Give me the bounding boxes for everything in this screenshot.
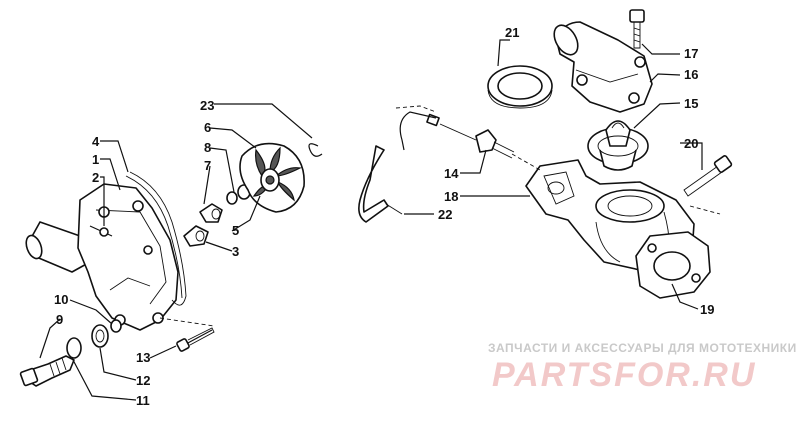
callout-17: 17	[684, 46, 698, 61]
spacer-3	[183, 225, 209, 247]
callout-9: 9	[56, 312, 63, 327]
callout-6: 6	[204, 120, 211, 135]
bolt-17	[629, 9, 645, 49]
callout-15: 15	[684, 96, 698, 111]
watermark-tagline: ЗАПЧАСТИ И АКСЕССУАРЫ ДЛЯ МОТОТЕХНИКИ	[488, 341, 797, 355]
flange-gasket-19	[635, 231, 711, 299]
drain-plug-9	[19, 355, 75, 387]
callout-13: 13	[136, 350, 150, 365]
callout-8: 8	[204, 140, 211, 155]
thermostat-cover-16	[553, 21, 653, 113]
washer-10	[110, 319, 122, 333]
callout-19: 19	[700, 302, 714, 317]
callout-14: 14	[444, 166, 459, 181]
callout-labels: 4 1 2 23 6 8 7 5 3 10 9 13 12 11 21 17 1…	[54, 25, 714, 408]
collar-7	[199, 203, 223, 223]
callout-16: 16	[684, 67, 698, 82]
bolt-2	[89, 225, 113, 237]
watermark: ЗАПЧАСТИ И АКСЕССУАРЫ ДЛЯ МОТОТЕХНИКИ PA…	[488, 341, 797, 394]
washer-8a	[226, 191, 238, 205]
circlip-23	[308, 143, 323, 157]
leader-lines-left	[39, 103, 313, 401]
callout-7: 7	[204, 158, 211, 173]
seal-21	[487, 65, 553, 109]
thermostat-15	[587, 120, 649, 171]
wire-22	[358, 111, 437, 223]
leader-lines-right	[404, 39, 703, 310]
water-pump-housing	[25, 171, 187, 331]
callout-2: 2	[92, 170, 99, 185]
callout-22: 22	[438, 207, 452, 222]
callout-3: 3	[232, 244, 239, 259]
watermark-logo: PARTSFOR.RU	[492, 356, 756, 394]
bolt-20	[683, 155, 733, 197]
callout-21: 21	[505, 25, 519, 40]
callout-4: 4	[92, 134, 100, 149]
callout-11: 11	[136, 393, 150, 408]
temp-sensor-14	[426, 113, 515, 159]
callout-10: 10	[54, 292, 68, 307]
callout-5: 5	[232, 223, 239, 238]
washer-12	[91, 324, 109, 348]
o-ring-11	[66, 337, 82, 359]
bolt-13	[176, 327, 215, 352]
callout-12: 12	[136, 373, 150, 388]
callout-18: 18	[444, 189, 458, 204]
impeller-6	[239, 142, 305, 213]
callout-23: 23	[200, 98, 214, 113]
callout-1: 1	[92, 152, 99, 167]
callout-20: 20	[684, 136, 698, 151]
